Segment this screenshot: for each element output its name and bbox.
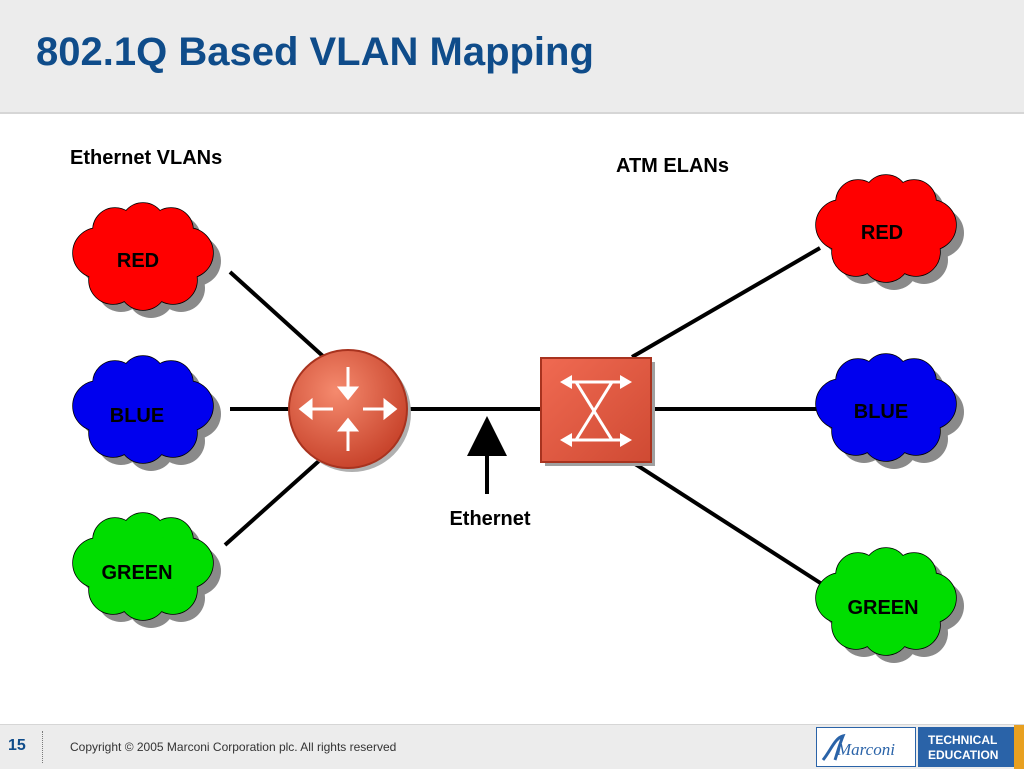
vlan-blue-label: BLUE: [110, 405, 164, 427]
copyright-text: Copyright © 2005 Marconi Corporation plc…: [70, 740, 397, 754]
link-green-vlan-router: [223, 458, 322, 547]
ethernet-label: Ethernet: [449, 508, 530, 530]
vlan-red-label: RED: [117, 250, 159, 272]
technical-education-badge: TECHNICAL EDUCATION: [918, 727, 1014, 767]
elan-green-label: GREEN: [847, 597, 918, 619]
marconi-logo-text: Marconi: [836, 740, 895, 759]
atm-switch-icon: [540, 357, 655, 466]
footer-divider: [42, 731, 43, 763]
vlan-mapping-diagram: RED BLUE GREEN RED BLUE GREEN: [70, 147, 964, 663]
badge-line-1: TECHNICAL: [928, 733, 998, 747]
elan-red-label: RED: [861, 222, 903, 244]
vlan-cloud-red: RED: [72, 202, 221, 318]
link-switch-red-elan: [630, 246, 822, 359]
vlan-cloud-green: GREEN: [72, 512, 221, 628]
marconi-logo: Marconi: [816, 727, 916, 767]
slide-title: 802.1Q Based VLAN Mapping: [36, 30, 594, 74]
link-red-vlan-router: [228, 270, 327, 360]
badge-line-2: EDUCATION: [928, 748, 999, 762]
elan-cloud-blue: BLUE: [815, 353, 964, 469]
link-switch-green-elan: [630, 460, 827, 588]
router-icon: [288, 349, 411, 472]
vlan-green-label: GREEN: [101, 562, 172, 584]
atm-elans-heading: ATM ELANs: [616, 155, 729, 177]
elan-cloud-red: RED: [815, 174, 964, 290]
elan-cloud-green: GREEN: [815, 547, 964, 663]
vlan-cloud-blue: BLUE: [72, 355, 221, 471]
slide-footer: 15 Copyright © 2005 Marconi Corporation …: [0, 724, 1024, 769]
accent-bar: [1014, 725, 1024, 769]
elan-blue-label: BLUE: [854, 401, 908, 423]
page-number: 15: [8, 737, 26, 754]
ethernet-vlans-heading: Ethernet VLANs: [70, 147, 222, 169]
connection-lines: [223, 246, 827, 588]
slide-header: 802.1Q Based VLAN Mapping: [0, 0, 1024, 114]
